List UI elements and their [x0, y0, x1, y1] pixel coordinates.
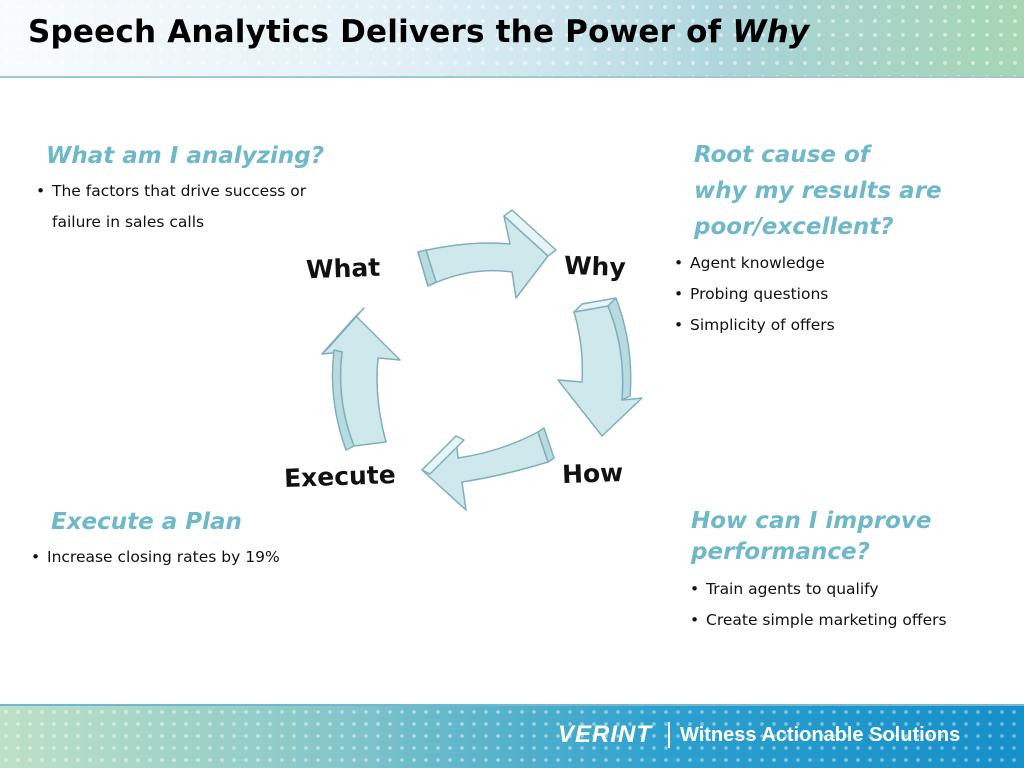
how-heading-line: How can I improve: [691, 508, 932, 534]
footer-tagline: Witness Actionable Solutions: [680, 724, 961, 746]
title-emphasis: Why: [732, 14, 810, 50]
cycle-label-why: Why: [563, 250, 627, 283]
list-item: The factors that drive success or: [32, 176, 372, 207]
arrow-execute-to-what: [321, 307, 401, 451]
how-bullet-list: Train agents to qualify Create simple ma…: [686, 574, 1006, 636]
list-item: Probing questions: [670, 279, 990, 310]
list-item: Create simple marketing offers: [686, 605, 1006, 636]
brand-divider: [668, 722, 670, 748]
cycle-label-what: What: [305, 252, 381, 285]
cycle-label-execute: Execute: [283, 460, 397, 493]
how-heading: How can I improve performance?: [691, 506, 1011, 568]
slide-title: Speech Analytics Delivers the Power of W…: [28, 14, 810, 50]
footer-band: [0, 706, 1024, 768]
why-heading-line: Root cause of: [694, 142, 870, 168]
list-item-continuation: failure in sales calls: [52, 213, 205, 231]
cycle-label-how: How: [561, 457, 624, 490]
list-item: Simplicity of offers: [670, 310, 990, 341]
cycle-diagram: [321, 209, 643, 511]
footer-divider: [0, 704, 1024, 706]
arrow-why-to-how: [557, 297, 643, 437]
what-bullet-list: The factors that drive success or failur…: [32, 176, 372, 238]
verint-logo: VERINT: [558, 721, 653, 748]
why-heading-line: poor/excellent?: [694, 214, 894, 240]
list-item: Increase closing rates by 19%: [27, 542, 367, 573]
header-band: [0, 0, 1024, 76]
header-divider: [0, 76, 1024, 78]
how-heading-line: performance?: [691, 539, 870, 565]
execute-bullet-list: Increase closing rates by 19%: [27, 542, 367, 573]
arrow-how-to-execute: [421, 427, 555, 511]
why-heading: Root cause of why my results are poor/ex…: [694, 137, 994, 245]
execute-heading: Execute a Plan: [51, 509, 242, 535]
list-item: Train agents to qualify: [686, 574, 1006, 605]
why-heading-line: why my results are: [694, 178, 942, 204]
list-item: Agent knowledge: [670, 248, 990, 279]
arrow-what-to-why: [417, 209, 557, 299]
what-heading: What am I analyzing?: [46, 143, 325, 169]
why-bullet-list: Agent knowledge Probing questions Simpli…: [670, 248, 990, 341]
